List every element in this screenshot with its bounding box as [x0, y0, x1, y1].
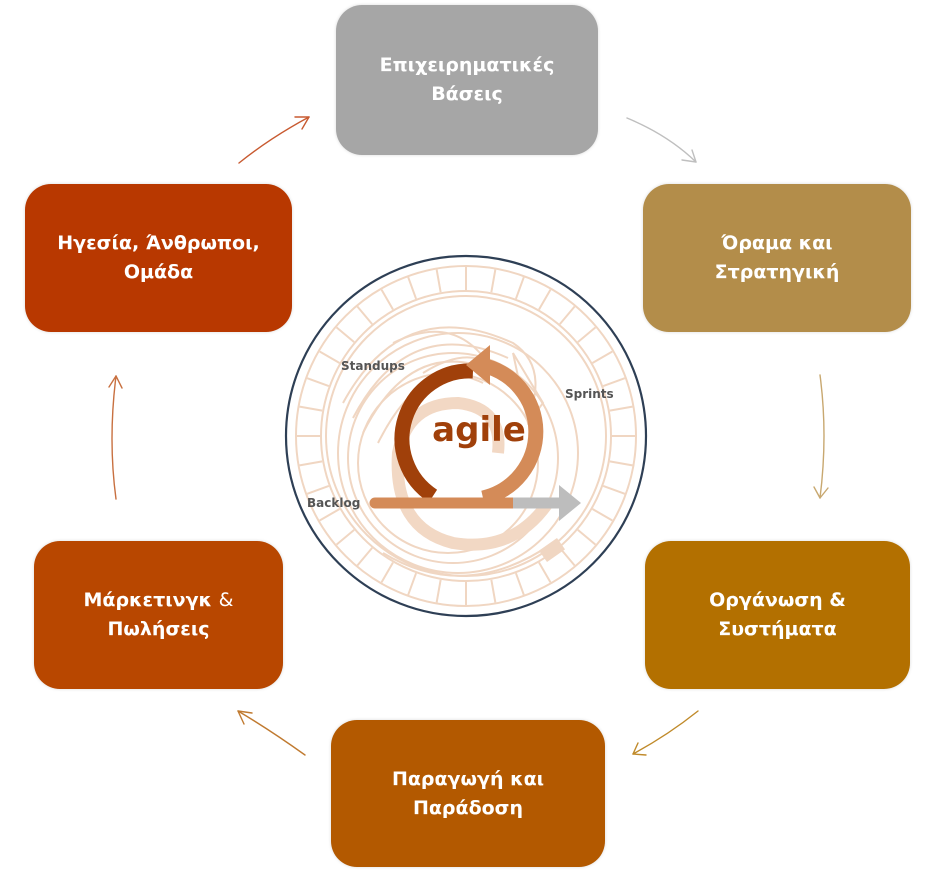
rim-tick [306, 484, 330, 495]
stage-label-line2: Ομάδα [123, 261, 194, 283]
rim-tick [609, 405, 633, 412]
rim-tick [538, 289, 552, 311]
rim-tick [514, 276, 525, 300]
agile-logo: agile Standups Sprints Backlog [284, 254, 648, 618]
rim-tick [591, 350, 613, 364]
stage-label-line1: Επιχειρηματικές [379, 54, 555, 76]
rim-tick [335, 529, 355, 546]
arc-sprints [479, 357, 544, 506]
rim-tick [577, 326, 597, 343]
stage-label-line2: Παράδοση [412, 796, 524, 819]
rim-tick [380, 561, 394, 583]
rim-tick [306, 377, 330, 388]
rim-tick [435, 269, 442, 293]
rim-tick [407, 572, 418, 596]
rim-tick [602, 377, 626, 388]
connector-arrow-4 [237, 710, 306, 756]
rim-tick [602, 484, 626, 495]
stage-label-word: Μάρκετινγκ [83, 589, 213, 611]
stage-label-line1: Παραγωγή και [391, 767, 545, 790]
rim-tick [490, 579, 497, 603]
stage-production-delivery: Παραγωγή και Παράδοση [331, 720, 605, 867]
rim-tick [319, 508, 341, 522]
rim-tick [319, 350, 341, 364]
stage-label-line2: Πωλήσεις [107, 618, 210, 640]
rim-tick [577, 529, 597, 546]
rim-tick [356, 305, 373, 325]
rim-tick [299, 460, 323, 467]
stage-marketing-sales: Μάρκετινγκ & Πωλήσεις [34, 541, 283, 689]
label-standups: Standups [341, 359, 405, 373]
label-backlog: Backlog [307, 496, 360, 510]
backlog-arrowhead [559, 485, 581, 521]
rim-tick [435, 579, 442, 603]
stage-leadership-people-team: Ηγεσία, Άνθρωποι, Ομάδα [25, 184, 292, 332]
connector-arrow-1 [626, 117, 697, 163]
rim-tick [490, 269, 497, 293]
rim-tick [407, 276, 418, 300]
rim-tick [514, 572, 525, 596]
connector-arrow-5 [108, 375, 123, 500]
stage-label-line1: Μάρκετινγκ & [84, 586, 234, 615]
rim-tick [559, 305, 576, 325]
stage-vision-strategy: Όραμα και Στρατηγική [643, 184, 911, 332]
stage-label-line2: Βάσεις [431, 83, 503, 105]
stage-business-foundations: Επιχειρηματικές Βάσεις [336, 5, 598, 155]
connector-arrow-2 [813, 374, 829, 499]
rim-tick [538, 561, 552, 583]
arc-arrowhead [466, 345, 490, 385]
agile-title: agile [432, 410, 526, 450]
rim-tick [609, 460, 633, 467]
stage-label-line1: Οργάνωση & [709, 589, 846, 611]
rim-tick [299, 405, 323, 412]
arc-standups [394, 363, 474, 503]
rim-tick [591, 508, 613, 522]
label-sprints: Sprints [565, 387, 614, 401]
logo-border [284, 254, 648, 618]
rim-tick [380, 289, 394, 311]
rim-tick [335, 326, 355, 343]
connector-arrow-3 [632, 710, 699, 756]
ampersand: & [218, 589, 234, 611]
stage-organization-systems: Οργάνωση & Συστήματα [645, 541, 910, 689]
stage-label-line1: Ηγεσία, Άνθρωποι, [57, 232, 260, 254]
stage-label-line2: Συστήματα [718, 618, 837, 640]
stage-label-line2: Στρατηγική [714, 261, 840, 283]
rim-tick [356, 547, 373, 567]
connector-arrow-6 [238, 116, 310, 164]
stage-label-line1: Όραμα και [721, 232, 833, 254]
